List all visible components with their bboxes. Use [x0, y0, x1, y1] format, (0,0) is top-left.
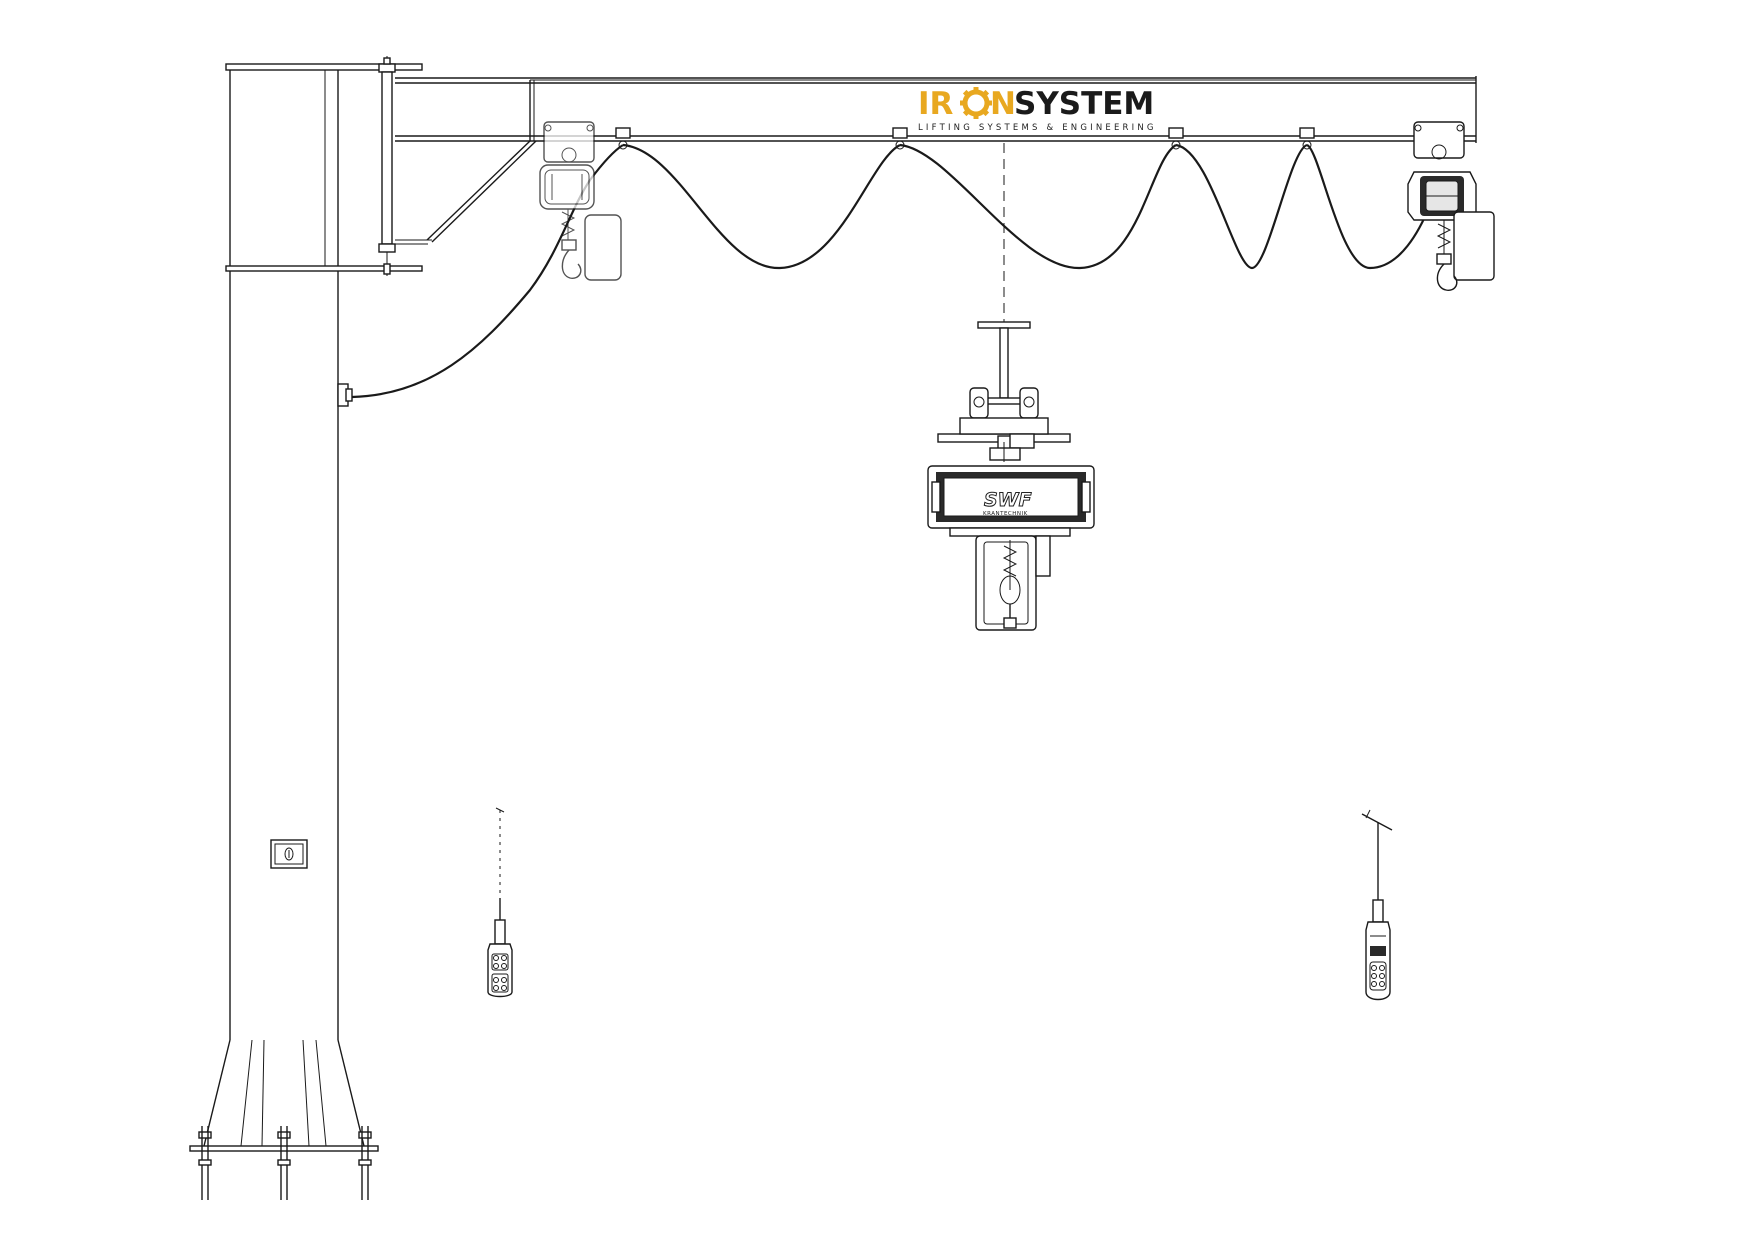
- swf-brand-sub: KRANTECHNIK: [983, 511, 1028, 517]
- crane-base: [189, 1039, 379, 1200]
- hook-icon: [1436, 263, 1458, 291]
- festoon-cable: [351, 127, 1432, 399]
- electric-chain-hoist-left: [539, 121, 622, 281]
- jib-arm: [395, 76, 1477, 245]
- anchor-bolt: [358, 1126, 372, 1200]
- main-switch-icon: [270, 839, 308, 869]
- jib-pivot: [378, 56, 396, 276]
- cable-trolley: [615, 127, 631, 150]
- logo-part-system: SYSTEM: [1014, 86, 1154, 122]
- anchor-bolt: [198, 1126, 212, 1200]
- ironsystem-logo: IR N SYSTEM LIFTING SYSTEMS & ENGINEERIN…: [918, 86, 1157, 133]
- cable-trolley: [892, 127, 908, 150]
- swf-hoist-side-view: SWF KRANTECHNIK: [927, 321, 1095, 631]
- cable-trolley: [1168, 127, 1184, 150]
- gear-icon: [960, 87, 992, 119]
- logo-part-ir: IR: [918, 86, 954, 122]
- electric-chain-hoist-right: [1407, 121, 1495, 291]
- logo-part-n: N: [990, 86, 1016, 122]
- logo-subtitle: LIFTING SYSTEMS & ENGINEERING: [918, 123, 1157, 133]
- swf-brand: SWF: [984, 489, 1032, 511]
- pendant-control-icon: [1361, 809, 1393, 1001]
- pendant-control-icon: [487, 807, 513, 998]
- cable-trolley: [1299, 127, 1315, 150]
- crane-column: [225, 63, 423, 1040]
- hook-icon: [561, 249, 582, 279]
- anchor-bolt: [277, 1126, 291, 1200]
